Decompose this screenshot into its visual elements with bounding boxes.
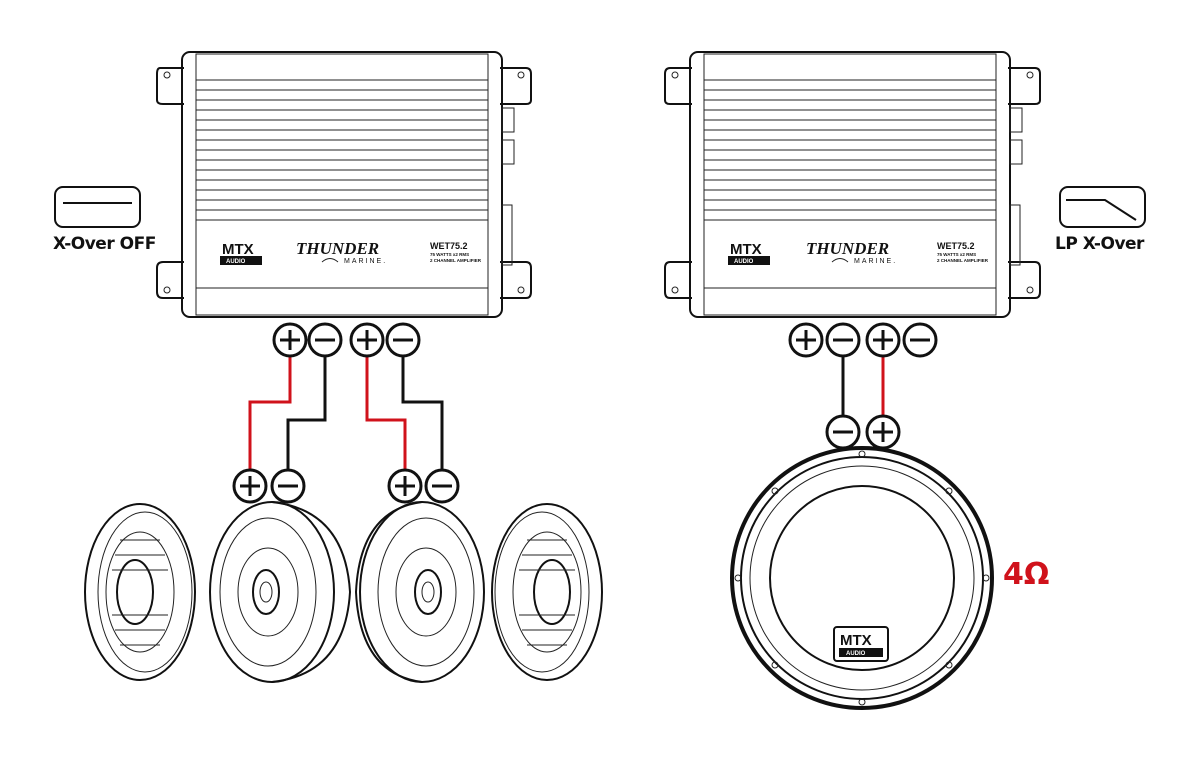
speaker-grille-right (491, 503, 603, 681)
svg-text:MTX: MTX (222, 241, 254, 258)
svg-text:AUDIO: AUDIO (226, 259, 246, 265)
svg-text:THUNDER: THUNDER (296, 239, 379, 258)
right-amplifier: MTX AUDIO THUNDER MARINE. WET75.2 75 WAT… (664, 51, 1041, 318)
subwoofer-impedance: 4Ω (1003, 557, 1049, 592)
left-amp-spec-line1: 75 WATTS x2 RMS (430, 252, 469, 257)
right-amp-ch2-plus-terminal (865, 322, 901, 358)
ch2-positive-wire (365, 355, 407, 470)
terminals (232, 322, 938, 504)
svg-text:THUNDER: THUNDER (806, 239, 889, 258)
right-wiring (841, 355, 885, 415)
speaker-grille-left (84, 503, 196, 681)
right-amp-ch1-plus-terminal (788, 322, 824, 358)
right-crossover-label: LP X-Over (1055, 234, 1145, 254)
right-amp-ch1-minus-terminal (825, 322, 861, 358)
speaker-left-minus-terminal (270, 468, 306, 504)
right-amp-spec-line1: 75 WATTS x2 RMS (937, 252, 976, 257)
right-amp-spec-line2: 2 CHANNEL AMPLIFIER (937, 258, 989, 263)
subwoofer-plus-terminal (865, 414, 901, 450)
svg-text:MARINE.: MARINE. (854, 258, 897, 265)
svg-text:AUDIO: AUDIO (846, 651, 866, 657)
subwoofer-minus-terminal (825, 414, 861, 450)
right-crossover-indicator: LP X-Over (1055, 186, 1146, 254)
left-wiring (248, 355, 444, 470)
right-amp-model: WET75.2 (937, 241, 975, 251)
left-crossover-indicator: X-Over OFF (53, 186, 156, 254)
svg-text:MTX: MTX (840, 632, 872, 649)
right-amp-thunder-marine-logo: THUNDER MARINE. (806, 239, 897, 265)
left-amplifier: MTX AUDIO THUNDER MARINE. WET75.2 75 WAT… (156, 51, 532, 318)
right-amp-mtx-logo: MTX AUDIO (728, 241, 770, 265)
ch1-positive-wire (248, 355, 292, 470)
low-pass-icon (1059, 186, 1146, 228)
left-amp-ch2-plus-terminal (349, 322, 385, 358)
speaker-left (209, 501, 352, 683)
left-amp-thunder-marine-logo: THUNDER MARINE. (296, 239, 387, 265)
speaker-right-minus-terminal (424, 468, 460, 504)
flat-response-icon (54, 186, 141, 228)
subwoofer: MTX AUDIO (730, 446, 994, 710)
ch1-negative-wire (286, 355, 327, 470)
subwoofer-mtx-logo: MTX AUDIO (833, 626, 889, 662)
speaker-right-plus-terminal (387, 468, 423, 504)
left-amp-ch1-plus-terminal (272, 322, 308, 358)
ch2-negative-wire (401, 355, 444, 470)
right-amp-heatsink-fins (704, 79, 996, 289)
svg-text:MARINE.: MARINE. (344, 258, 387, 265)
right-amp-ch2-minus-terminal (902, 322, 938, 358)
svg-text:AUDIO: AUDIO (734, 259, 754, 265)
speaker-left-plus-terminal (232, 468, 268, 504)
left-amp-heatsink-fins (196, 79, 488, 289)
left-amp-model: WET75.2 (430, 241, 468, 251)
svg-text:MTX: MTX (730, 241, 762, 258)
left-amp-ch2-minus-terminal (385, 322, 421, 358)
speaker-right (354, 501, 485, 683)
left-crossover-label: X-Over OFF (53, 234, 156, 254)
left-amp-mtx-logo: MTX AUDIO (220, 241, 262, 265)
left-amp-spec-line2: 2 CHANNEL AMPLIFIER (430, 258, 482, 263)
left-amp-ch1-minus-terminal (307, 322, 343, 358)
